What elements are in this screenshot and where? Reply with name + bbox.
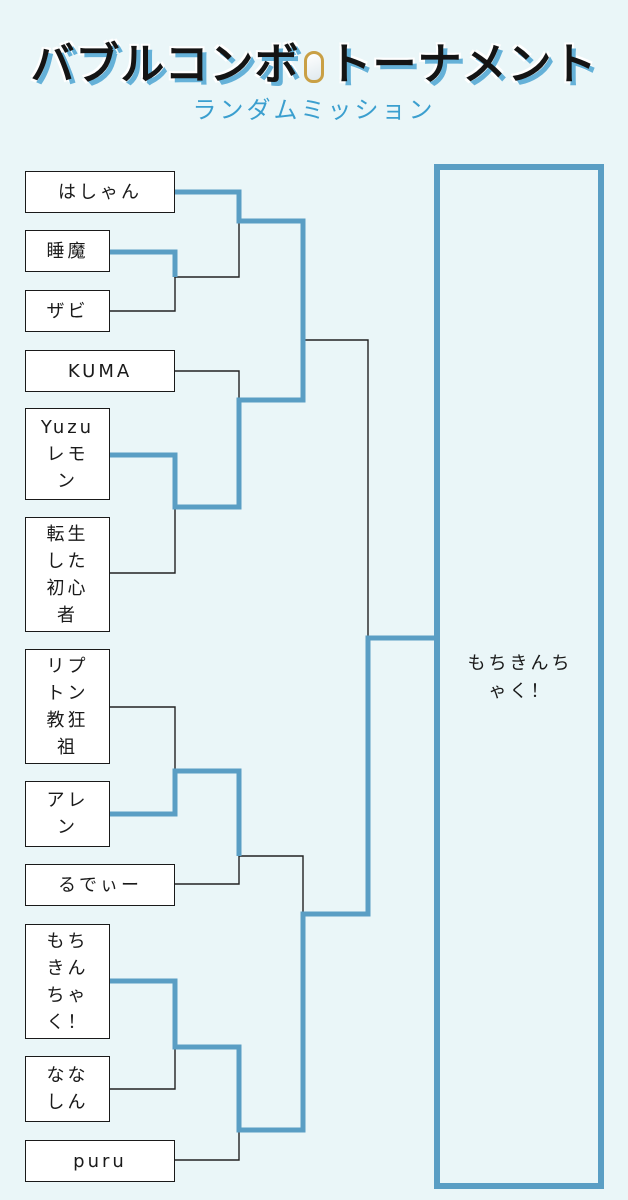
bracket-line xyxy=(239,855,304,914)
entrant-name: 睡魔 xyxy=(46,240,89,262)
entrant-box: リプトン教狂祖 xyxy=(25,649,110,764)
entrant-name: リプトン教狂祖 xyxy=(46,655,89,758)
tournament-title: バブルコンボトーナメント xyxy=(0,28,628,92)
bracket-line xyxy=(110,1047,176,1090)
bracket-line xyxy=(110,768,242,856)
bracket-line xyxy=(175,856,240,885)
champion-box: もちきんちゃく！ xyxy=(434,164,604,1189)
tournament-subtitle: ランダムミッション xyxy=(192,96,436,124)
entrant-name: 転生した初心者 xyxy=(46,523,89,626)
entrant-box: るでぃー xyxy=(25,864,175,906)
bracket-line xyxy=(175,189,306,340)
title-part-1: バブルコンボ xyxy=(30,39,300,90)
mirror-icon xyxy=(303,51,324,83)
champion-name: もちきんちゃく！ xyxy=(467,653,573,702)
bracket-line xyxy=(174,221,240,278)
bracket-line xyxy=(110,507,176,574)
entrant-box: ザビ xyxy=(25,290,110,332)
entrant-name: KUMA xyxy=(67,360,133,382)
bracket-line xyxy=(110,340,306,510)
bracket-line xyxy=(110,249,178,277)
entrant-box: 転生した初心者 xyxy=(25,517,110,632)
entrant-box: Yuzuレモン xyxy=(25,408,110,500)
entrant-name: puru xyxy=(73,1150,127,1172)
entrant-box: はしゃん xyxy=(25,171,175,213)
bracket-line xyxy=(303,339,369,638)
entrant-name: ザビ xyxy=(46,300,89,322)
bracket-line xyxy=(110,252,176,312)
entrant-box: 睡魔 xyxy=(25,230,110,272)
entrant-name: もちきんちゃく！ xyxy=(46,930,89,1033)
title-part-2: トーナメント xyxy=(327,39,598,90)
entrant-box: アレン xyxy=(25,781,110,847)
entrant-box: もちきんちゃく！ xyxy=(25,924,110,1039)
bracket-line xyxy=(175,370,240,400)
entrant-name: るでぃー xyxy=(58,874,142,896)
entrant-name: ななしん xyxy=(46,1065,89,1113)
bracket-line xyxy=(110,635,434,1133)
tournament-title-wrap: バブルコンボトーナメント xyxy=(0,28,628,92)
entrant-box: KUMA xyxy=(25,350,175,392)
bracket-line xyxy=(110,706,176,771)
entrant-name: アレン xyxy=(46,790,89,838)
bracket-line xyxy=(175,1130,240,1161)
entrant-box: puru xyxy=(25,1140,175,1182)
entrant-name: はしゃん xyxy=(58,181,142,203)
entrant-box: ななしん xyxy=(25,1056,110,1122)
entrant-name: Yuzuレモン xyxy=(40,416,95,492)
